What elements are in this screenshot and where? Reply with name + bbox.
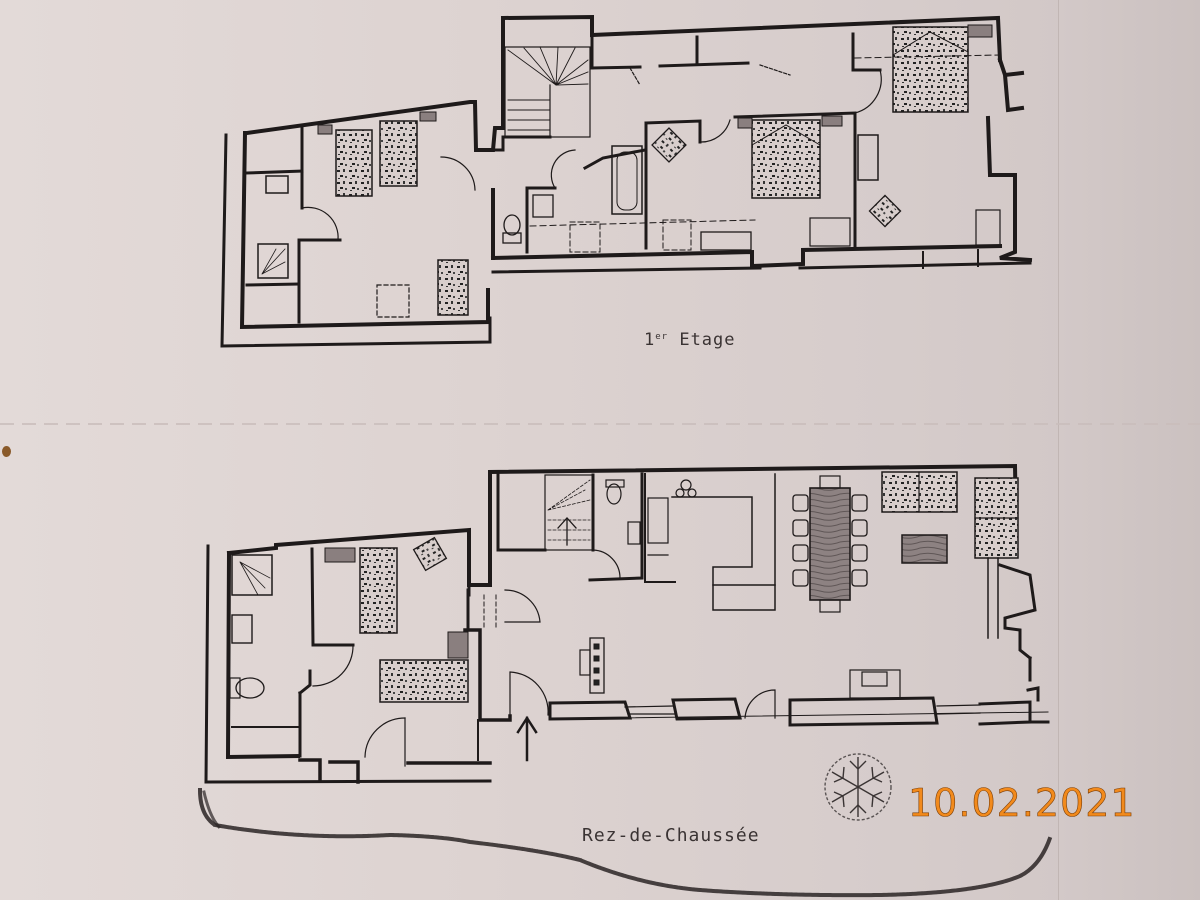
level-label-number: 1	[644, 330, 656, 350]
level-label-text: Etage	[668, 330, 736, 350]
level-label-upper-floor: 1er Etage	[644, 330, 736, 350]
paper-edge-shadow	[1059, 0, 1200, 900]
upper-floor-plan	[220, 14, 1033, 348]
stain-spot	[2, 446, 11, 457]
datestamp-day: 10	[908, 781, 959, 826]
datestamp-year: 2021	[1034, 781, 1136, 826]
level-label-ordinal: er	[655, 332, 669, 342]
ground-floor-plan	[197, 463, 1053, 898]
datestamp-month: 02	[971, 781, 1022, 826]
paper-edge	[1058, 0, 1059, 900]
camera-datestamp: 10.02.2021	[908, 781, 1136, 826]
level-label-ground-floor: Rez-de-Chaussée	[582, 825, 760, 846]
paper-fold-line	[0, 423, 1200, 425]
tree-icon	[824, 753, 892, 821]
